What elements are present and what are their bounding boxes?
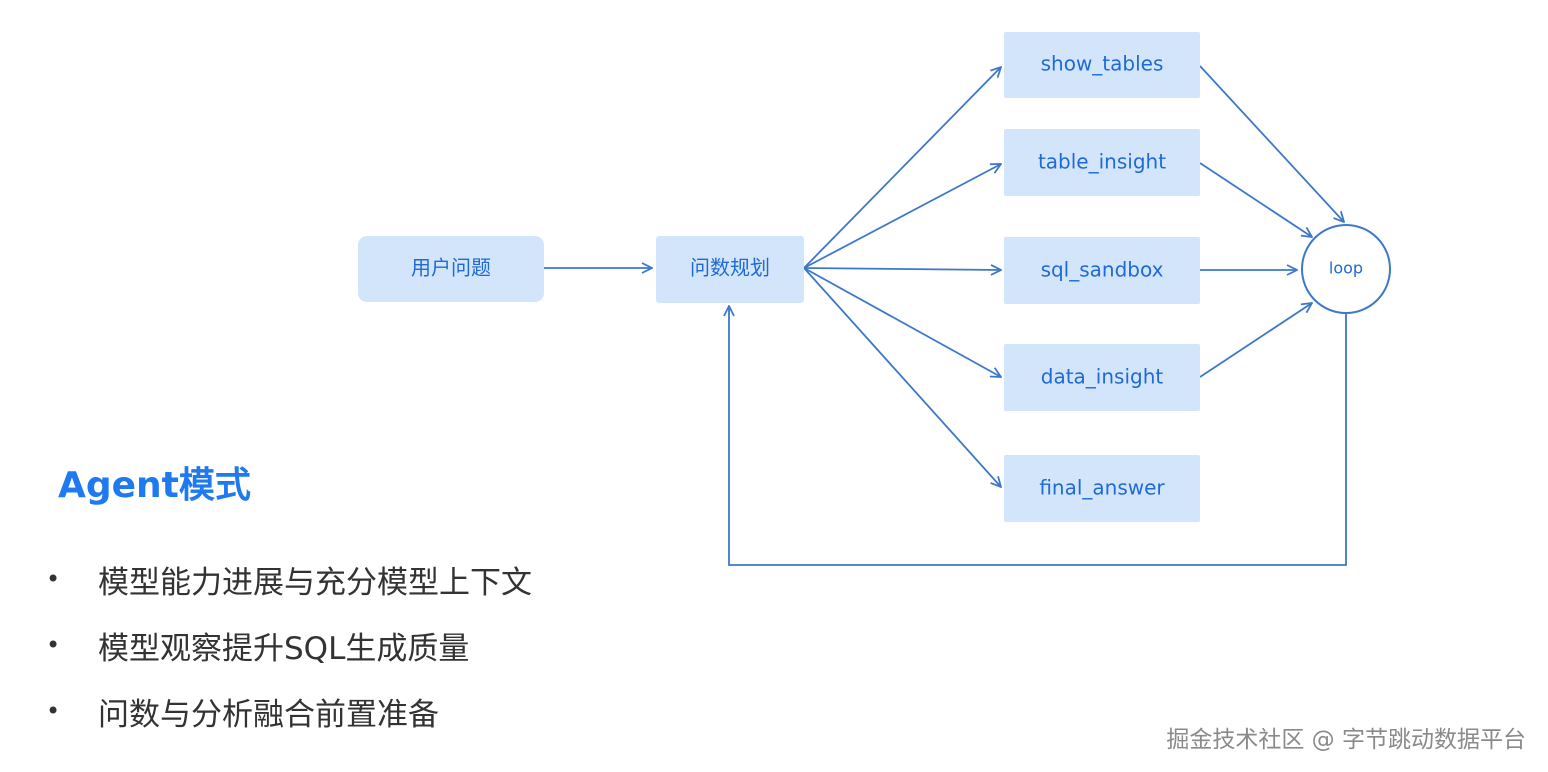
node-planning-label: 问数规划 xyxy=(690,256,770,280)
edge-planning-to-sql-sandbox xyxy=(803,268,1001,270)
node-show-tables-label: show_tables xyxy=(1041,52,1164,76)
bullet-list: • 模型能力进展与充分模型上下文 • 模型观察提升SQL生成质量 • 问数与分析… xyxy=(46,546,532,744)
node-sql-sandbox-label: sql_sandbox xyxy=(1041,258,1164,282)
bullet-marker: • xyxy=(46,697,61,725)
node-final-answer-label: final_answer xyxy=(1039,476,1165,500)
edge-data-insight-to-loop xyxy=(1199,303,1312,378)
node-user-question: 用户问题 xyxy=(358,236,544,302)
bullet-item: • 问数与分析融合前置准备 xyxy=(46,678,532,744)
node-show-tables-box xyxy=(1004,32,1200,98)
node-final-answer: final_answer xyxy=(1004,455,1200,522)
node-user-question-box xyxy=(358,236,544,302)
node-planning: 问数规划 xyxy=(656,236,804,303)
node-table-insight: table_insight xyxy=(1004,129,1200,196)
edge-planning-to-table-insight xyxy=(803,164,1001,269)
bullet-text: 问数与分析融合前置准备 xyxy=(98,696,439,733)
node-final-answer-box xyxy=(1004,455,1200,522)
node-show-tables: show_tables xyxy=(1004,32,1200,98)
node-data-insight-label: data_insight xyxy=(1041,365,1164,389)
node-planning-box xyxy=(656,236,804,303)
node-table-insight-label: table_insight xyxy=(1038,150,1166,174)
watermark: 掘金技术社区 @ 字节跳动数据平台 xyxy=(1166,727,1526,753)
node-loop-circle xyxy=(1301,224,1391,314)
node-data-insight: data_insight xyxy=(1004,344,1200,411)
bullet-item: • 模型能力进展与充分模型上下文 xyxy=(46,546,532,612)
node-loop: loop xyxy=(1301,224,1391,314)
edge-planning-to-final-answer xyxy=(803,267,1001,487)
bullet-item: • 模型观察提升SQL生成质量 xyxy=(46,612,532,678)
node-loop-label: loop xyxy=(1329,259,1363,278)
node-sql-sandbox: sql_sandbox xyxy=(1004,237,1200,304)
node-sql-sandbox-box xyxy=(1004,237,1200,304)
bullet-text: 模型观察提升SQL生成质量 xyxy=(98,630,470,667)
edge-loop-back-to-planning xyxy=(729,306,1347,566)
bullet-marker: • xyxy=(46,565,61,593)
section-title: Agent模式 xyxy=(58,465,251,506)
edge-show-tables-to-loop xyxy=(1199,65,1344,222)
bullet-marker: • xyxy=(46,631,61,659)
node-user-question-label: 用户问题 xyxy=(411,256,491,280)
edge-table-insight-to-loop xyxy=(1199,162,1312,237)
node-table-insight-box xyxy=(1004,129,1200,196)
edge-planning-to-show-tables xyxy=(803,67,1001,269)
node-data-insight-box xyxy=(1004,344,1200,411)
bullet-text: 模型能力进展与充分模型上下文 xyxy=(98,564,532,601)
edge-planning-to-data-insight xyxy=(803,267,1001,377)
